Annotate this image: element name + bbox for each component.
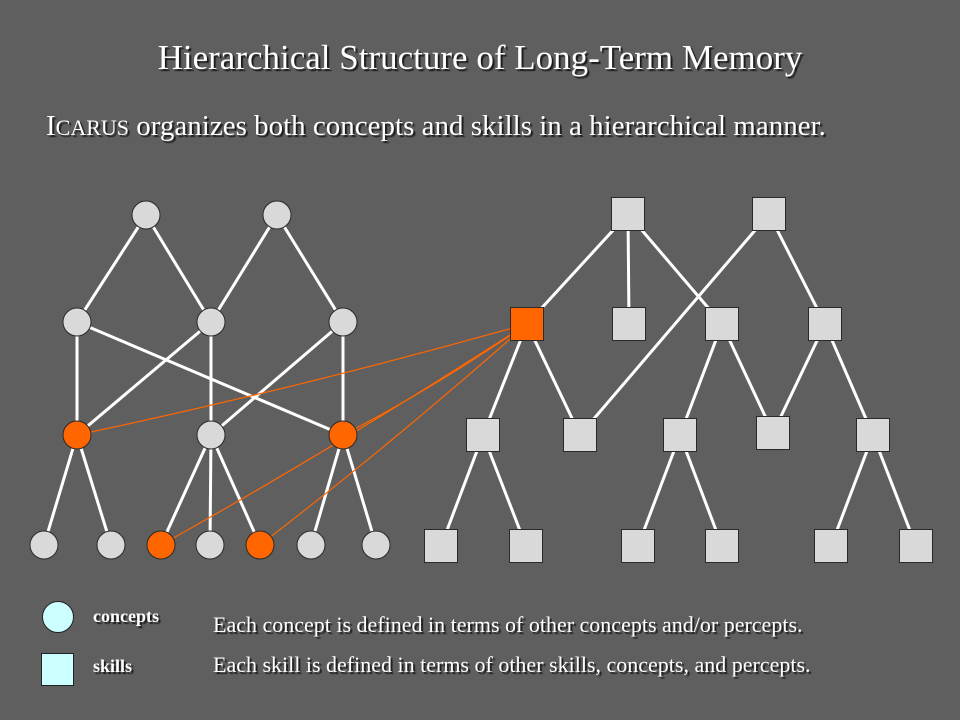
skill-concept-cross-link	[342, 323, 528, 436]
concept-node	[96, 530, 126, 560]
concept-edge	[275, 213, 345, 324]
skill-node	[756, 416, 790, 450]
skill-edge	[481, 322, 529, 437]
skill-edge	[481, 433, 528, 548]
skill-edge	[678, 322, 724, 437]
skill-concept-cross-link	[76, 323, 528, 436]
concept-node-highlighted	[245, 530, 275, 560]
concept-edge	[159, 433, 213, 547]
legend-concepts-label: concepts	[93, 606, 159, 626]
skill-node	[424, 529, 458, 563]
tree-edges	[42, 212, 918, 548]
concept-node	[196, 307, 226, 337]
skill-node	[466, 418, 500, 452]
concept-node-highlighted	[146, 530, 176, 560]
skill-node	[621, 529, 655, 563]
skill-node-highlighted	[510, 307, 544, 341]
skill-edge	[771, 322, 827, 435]
concept-node-highlighted	[62, 420, 92, 450]
concept-node	[29, 530, 59, 560]
concept-edge	[75, 213, 148, 324]
concept-node	[361, 530, 391, 560]
subtitle-text: organizes both concepts and skills in a …	[129, 110, 826, 142]
concept-node	[196, 420, 226, 450]
skill-edge	[525, 322, 582, 437]
concept-node	[62, 307, 92, 337]
legend-concept-circle-icon	[42, 601, 74, 633]
subtitle-name-initial: I	[46, 110, 56, 142]
skill-node	[663, 418, 697, 452]
concept-edge	[209, 433, 262, 547]
skill-concept-cross-link	[259, 323, 528, 546]
skill-edge	[578, 212, 771, 437]
skill-node	[899, 529, 933, 563]
skill-node	[808, 307, 842, 341]
skill-node	[705, 529, 739, 563]
skill-edge	[767, 212, 827, 326]
concept-node	[296, 530, 326, 560]
skill-edge	[720, 322, 775, 435]
skill-node	[509, 529, 543, 563]
concept-edge	[309, 433, 345, 547]
skill-node	[611, 197, 645, 231]
skill-edge	[439, 433, 485, 548]
concept-edge	[209, 320, 345, 437]
skill-edge	[829, 433, 875, 548]
legend-skills-label: skills	[93, 656, 133, 676]
concept-node-highlighted	[328, 420, 358, 450]
tree-nodes	[29, 197, 933, 563]
concept-edge	[75, 320, 213, 437]
concept-node	[131, 200, 161, 230]
concept-edge	[341, 433, 378, 547]
skill-node	[705, 307, 739, 341]
concept-node	[328, 307, 358, 337]
concept-definition-note: Each concept is defined in terms of othe…	[213, 612, 803, 637]
skill-edge	[823, 322, 875, 437]
page-title: Hierarchical Structure of Long-Term Memo…	[157, 38, 803, 77]
skill-node	[563, 418, 597, 452]
concept-node	[195, 530, 225, 560]
skill-edge	[525, 212, 630, 326]
skill-edge	[626, 212, 724, 326]
skill-node	[814, 529, 848, 563]
concept-edge	[75, 433, 113, 547]
skill-node	[752, 197, 786, 231]
concept-edge	[208, 433, 213, 547]
skill-node	[856, 418, 890, 452]
concept-edge	[42, 433, 79, 547]
subtitle-name-rest: CARUS	[55, 115, 130, 140]
concept-edge	[144, 213, 213, 324]
skill-edge	[871, 433, 918, 548]
skill-edge	[636, 433, 682, 548]
subtitle: ICARUS organizes both concepts and skill…	[46, 110, 826, 143]
concept-edge	[209, 213, 279, 324]
concept-node	[262, 200, 292, 230]
legend-skill-square-icon	[41, 653, 74, 686]
skill-definition-note: Each skill is defined in terms of other …	[213, 652, 811, 677]
skill-node	[612, 307, 646, 341]
skill-edge	[626, 212, 631, 326]
skill-edge	[678, 433, 724, 548]
